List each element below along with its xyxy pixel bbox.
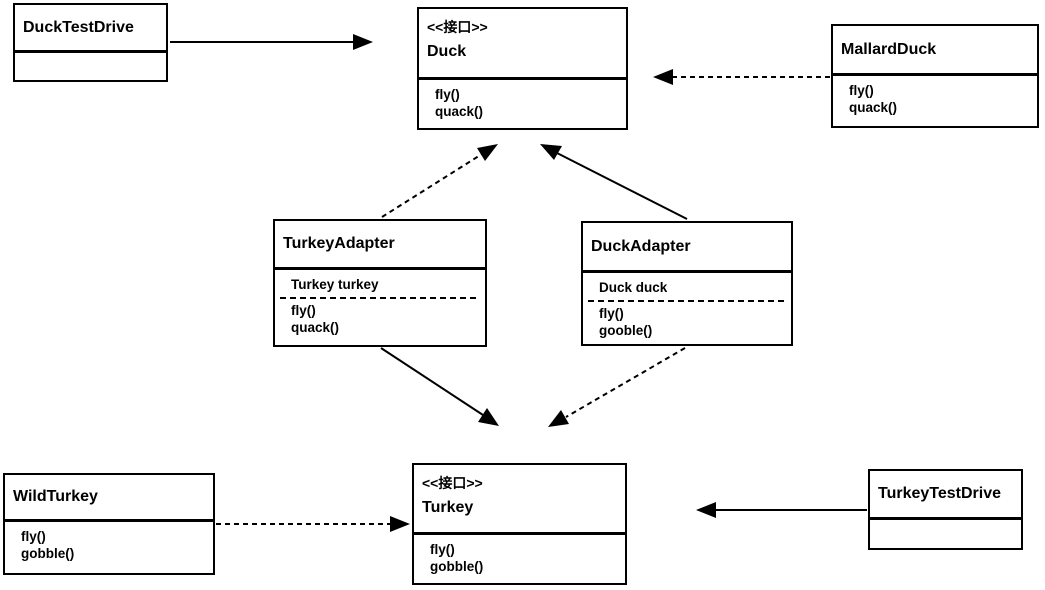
field-label: Turkey turkey [291,277,379,292]
member-divider [280,297,480,299]
arrow-mallardduck-to-duck [653,69,830,85]
class-name: TurkeyTestDrive [878,485,1002,502]
class-box-duck: <<接口>> Duck fly() quack() [417,7,628,130]
class-box-turkeyadapter: TurkeyAdapter Turkey turkey fly() quack(… [273,219,487,347]
class-name: WildTurkey [13,488,98,505]
class-name: Duck [427,43,467,60]
members-section-empty [870,520,1021,548]
class-header: WildTurkey [5,475,213,522]
method-label: gooble() [599,323,653,338]
method-label: fly() [599,306,624,321]
class-header: DuckTestDrive [15,5,166,53]
method-label: fly() [430,542,455,557]
class-header: DuckAdapter [583,223,791,273]
method-label: fly() [849,83,874,98]
method-label: quack() [849,100,898,115]
method-label: quack() [291,320,340,335]
class-name: DuckAdapter [591,237,691,255]
method-label: gobble() [21,546,75,561]
method-label: fly() [291,303,316,318]
arrow-duckadapter-to-turkey [548,347,686,427]
class-box-mallardduck: MallardDuck fly() quack() [831,24,1039,128]
members-section: fly() gobble() [414,535,625,583]
class-name: MallardDuck [841,40,937,58]
class-name: TurkeyAdapter [283,235,395,252]
arrow-wildturkey-to-turkey [216,516,410,532]
members-section: fly() quack() [833,76,1037,126]
class-header: <<接口>> Duck [419,9,626,80]
stereotype-label: <<接口>> [422,475,483,491]
method-label: fly() [435,87,460,102]
method-label: fly() [21,529,46,544]
members-section: Duck duck fly() gooble() [583,273,791,344]
class-box-turkeytestdrive: TurkeyTestDrive [868,469,1023,550]
method-label: gobble() [430,559,484,574]
class-box-duckadapter: DuckAdapter Duck duck fly() gooble() [581,221,793,346]
member-divider [588,300,786,302]
stereotype-label: <<接口>> [427,19,488,35]
arrow-duckadapter-to-duck [540,144,688,220]
field-label: Duck duck [599,280,668,295]
members-section-empty [15,53,166,80]
class-box-wildturkey: WildTurkey fly() gobble() [3,473,215,575]
members-section: fly() gobble() [5,522,213,573]
arrow-turkeytestdrive-to-turkey [696,502,867,518]
arrow-turkeyadapter-to-duck [381,144,498,218]
class-header: TurkeyTestDrive [870,471,1021,520]
class-header: TurkeyAdapter [275,221,485,270]
class-box-ducktestdrive: DuckTestDrive [13,3,168,82]
class-header: MallardDuck [833,26,1037,76]
class-name: DuckTestDrive [23,18,134,36]
members-section: fly() quack() [419,80,626,128]
class-header: <<接口>> Turkey [414,465,625,535]
class-name: Turkey [422,499,474,516]
arrow-turkeyadapter-to-turkey [380,347,499,426]
arrow-ducktestdrive-to-duck [170,34,373,50]
class-box-turkey: <<接口>> Turkey fly() gobble() [412,463,627,585]
method-label: quack() [435,104,484,119]
members-section: Turkey turkey fly() quack() [275,270,485,345]
